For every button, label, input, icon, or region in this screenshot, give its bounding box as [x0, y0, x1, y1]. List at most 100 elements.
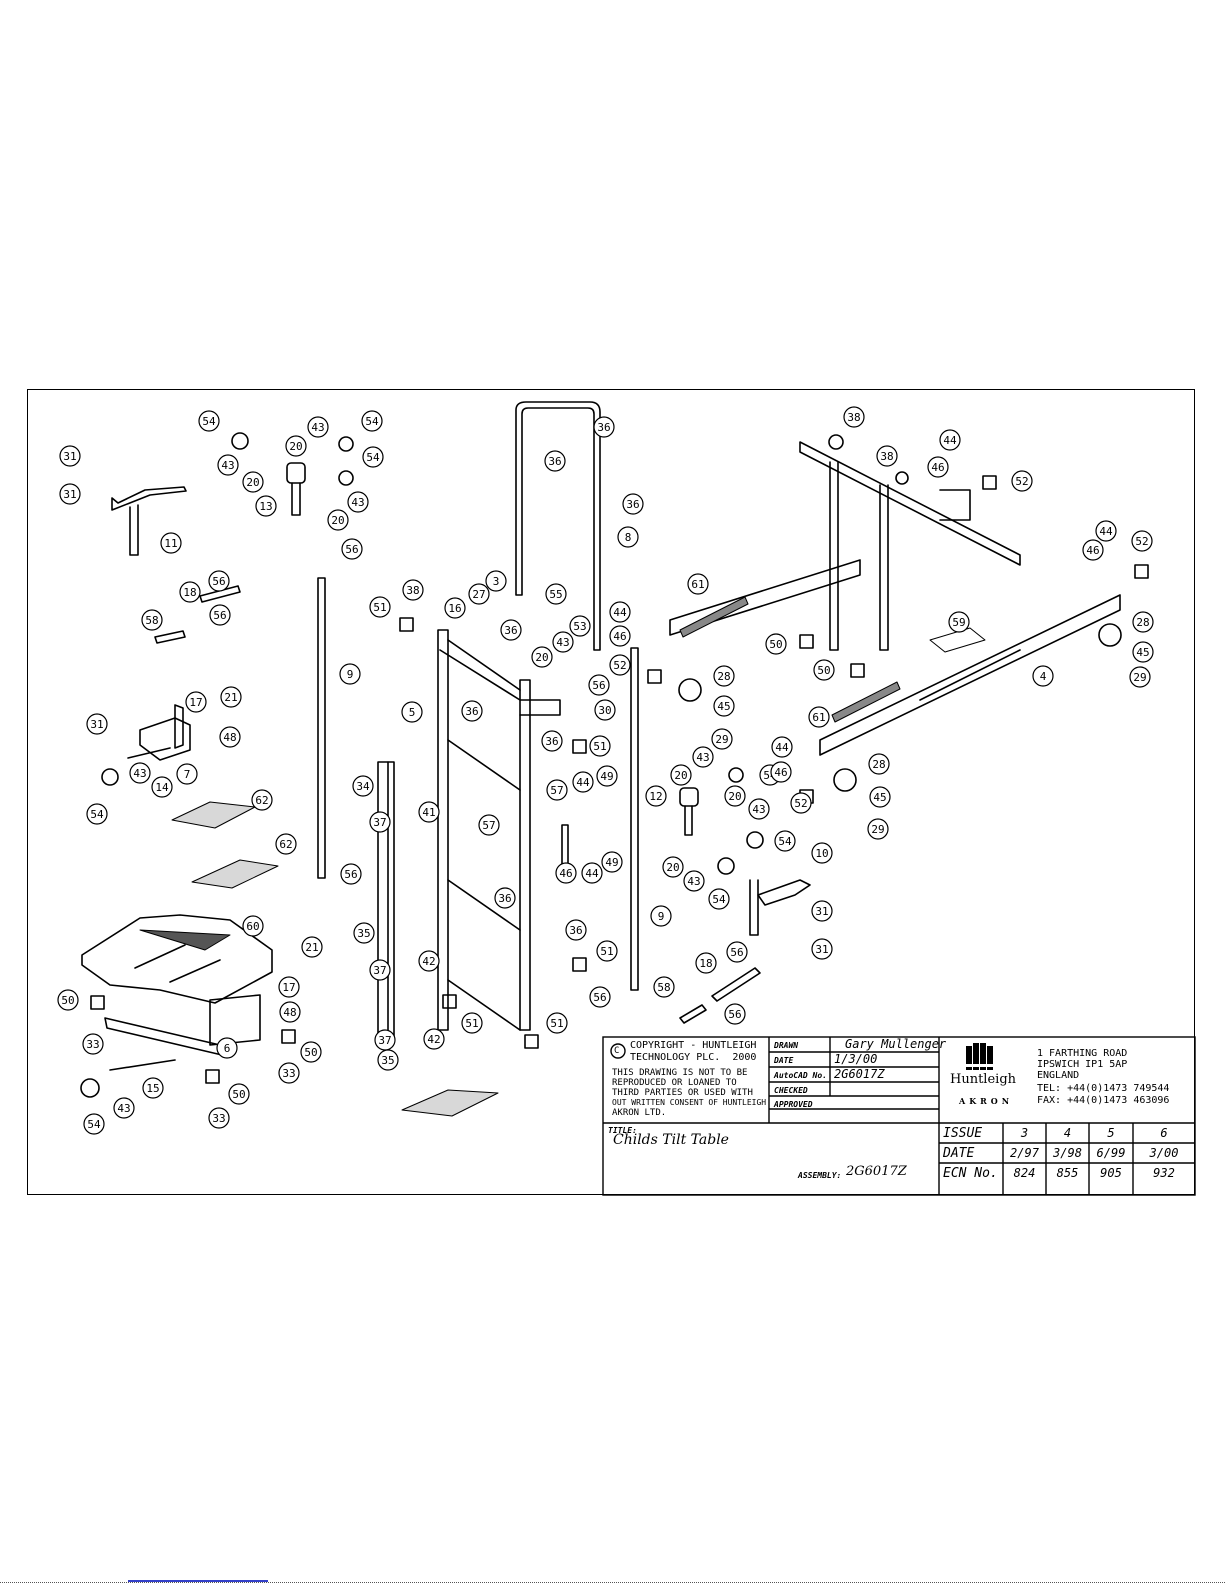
balloon-label: 44 — [943, 434, 957, 447]
balloon-circle — [461, 700, 483, 722]
balloon-46: 46 — [609, 625, 631, 647]
balloon-label: 56 — [730, 946, 743, 959]
balloon-circle — [401, 701, 423, 723]
balloon-label: 51 — [593, 740, 606, 753]
balloon-34: 34 — [352, 775, 374, 797]
balloon-circle — [361, 410, 383, 432]
balloon-label: 18 — [699, 957, 712, 970]
balloon-label: 54 — [366, 451, 380, 464]
balloon-60: 60 — [242, 915, 264, 937]
balloon-label: 27 — [472, 588, 485, 601]
balloon-43: 43 — [748, 798, 770, 820]
balloon-label: 43 — [221, 459, 234, 472]
balloon-29: 29 — [1129, 666, 1151, 688]
balloon-circle — [1132, 641, 1154, 663]
balloon-label: 29 — [715, 733, 728, 746]
rev-row-date-label: DATE — [943, 1146, 975, 1161]
balloon-label: 57 — [482, 819, 495, 832]
balloon-36: 36 — [494, 887, 516, 909]
balloon-circle — [724, 1003, 746, 1025]
rev-date-3: 6/99 — [1096, 1146, 1126, 1160]
balloon-54: 54 — [774, 830, 796, 852]
balloon-circle — [811, 842, 833, 864]
balloon-circle — [1095, 520, 1117, 542]
balloon-44: 44 — [609, 601, 631, 623]
rev-row-ecn-label: ECN No. — [943, 1166, 998, 1181]
balloon-31: 31 — [811, 900, 833, 922]
copyright-symbol: C — [614, 1046, 620, 1056]
balloon-38: 38 — [876, 445, 898, 467]
balloon-label: 57 — [550, 784, 563, 797]
balloon-label: 46 — [559, 867, 572, 880]
balloon-label: 51 — [600, 945, 613, 958]
balloon-circle — [208, 1107, 230, 1129]
balloon-52: 52 — [609, 654, 631, 676]
balloon-circle — [813, 659, 835, 681]
balloon-circle — [142, 1077, 164, 1099]
balloon-circle — [726, 941, 748, 963]
balloon-circle — [545, 583, 567, 605]
balloon-label: 36 — [548, 455, 561, 468]
balloon-label: 37 — [373, 816, 386, 829]
balloon-circle — [765, 633, 787, 655]
balloon-circle — [594, 699, 616, 721]
balloon-label: 43 — [133, 767, 146, 780]
balloon-21: 21 — [301, 936, 323, 958]
balloon-label: 29 — [871, 823, 884, 836]
balloon-circle — [687, 573, 709, 595]
balloon-54: 54 — [708, 888, 730, 910]
balloon-label: 21 — [305, 941, 318, 954]
balloon-label: 61 — [691, 578, 704, 591]
balloon-circle — [1129, 666, 1151, 688]
balloon-circle — [327, 509, 349, 531]
balloon-circle — [500, 619, 522, 641]
balloon-48: 48 — [219, 726, 241, 748]
balloon-circle — [811, 900, 833, 922]
balloon-circle — [589, 986, 611, 1008]
balloon-label: 60 — [246, 920, 259, 933]
balloon-54: 54 — [198, 410, 220, 432]
approved-label: APPROVED — [774, 1100, 813, 1109]
rev-ecn-4: 932 — [1153, 1166, 1175, 1180]
balloon-label: 43 — [556, 636, 569, 649]
drawn-value: Gary Mullenger — [845, 1037, 947, 1051]
balloon-circle — [251, 789, 273, 811]
balloon-label: 62 — [279, 838, 292, 851]
balloon-circle — [185, 691, 207, 713]
balloon-label: 38 — [406, 584, 419, 597]
balloon-label: 37 — [378, 1034, 391, 1047]
balloon-10: 10 — [811, 842, 833, 864]
balloon-circle — [217, 454, 239, 476]
balloon-circle — [596, 765, 618, 787]
balloon-circle — [353, 922, 375, 944]
balloon-circle — [300, 1041, 322, 1063]
address-fax: FAX: +44(0)1473 463096 — [1037, 1095, 1170, 1106]
balloon-label: 20 — [535, 651, 548, 664]
balloon-label: 55 — [549, 588, 562, 601]
balloon-45: 45 — [1132, 641, 1154, 663]
balloon-label: 36 — [465, 705, 478, 718]
balloon-43: 43 — [307, 416, 329, 438]
balloon-circle — [724, 785, 746, 807]
balloon-label: 20 — [246, 476, 259, 489]
balloon-35: 35 — [353, 922, 375, 944]
balloon-31: 31 — [811, 938, 833, 960]
balloon-circle — [596, 940, 618, 962]
address-tel: TEL: +44(0)1473 749544 — [1037, 1083, 1170, 1094]
balloon-circle — [1011, 470, 1033, 492]
balloon-31: 31 — [59, 483, 81, 505]
balloon-18: 18 — [179, 581, 201, 603]
notice-line-3: THIRD PARTIES OR USED WITH — [612, 1088, 753, 1098]
balloon-circle — [593, 416, 615, 438]
balloon-circle — [588, 674, 610, 696]
balloon-51: 51 — [369, 596, 391, 618]
balloon-41: 41 — [418, 801, 440, 823]
footer-link-underline[interactable] — [128, 1580, 268, 1582]
balloon-48: 48 — [279, 1001, 301, 1023]
balloon-circle — [670, 764, 692, 786]
balloon-circle — [278, 1062, 300, 1084]
balloon-label: 31 — [815, 905, 828, 918]
balloon-49: 49 — [601, 851, 623, 873]
balloon-label: 45 — [873, 791, 886, 804]
balloon-17: 17 — [278, 976, 300, 998]
